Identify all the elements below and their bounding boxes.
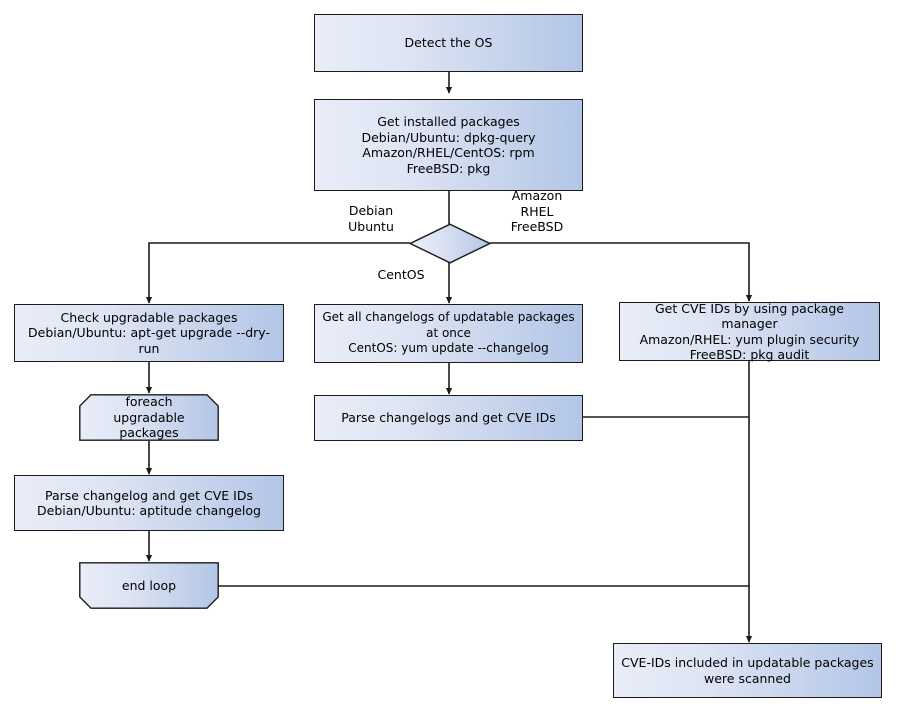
node-end-loop[interactable]: end loop — [79, 562, 219, 609]
loop-end-shape — [79, 562, 219, 609]
edge-decision-to-right — [490, 242, 753, 302]
node-check-upgradable-packages-label: Check upgradable packages Debian/Ubuntu:… — [28, 309, 270, 356]
loop-start-shape — [79, 394, 219, 441]
edge-label-amazon-rhel-freebsd: Amazon RHEL FreeBSD — [510, 188, 564, 234]
node-get-installed-packages-label: Get installed packages Debian/Ubuntu: dp… — [361, 114, 536, 176]
node-parse-changelogs-all[interactable]: Parse changelogs and get CVE IDs — [314, 395, 583, 441]
node-parse-changelog-one-label: Parse changelog and get CVE IDs Debian/U… — [37, 487, 261, 519]
node-parse-changelogs-all-label: Parse changelogs and get CVE IDs — [341, 410, 556, 426]
node-detect-os-label: Detect the OS — [404, 35, 493, 51]
node-scanned-result-label: CVE-IDs included in updatable packages w… — [621, 655, 874, 686]
node-get-installed-packages[interactable]: Get installed packages Debian/Ubuntu: dp… — [314, 99, 583, 191]
node-get-cve-package-manager-label: Get CVE IDs by using package manager Ama… — [639, 300, 860, 363]
node-check-upgradable-packages[interactable]: Check upgradable packages Debian/Ubuntu:… — [14, 304, 284, 362]
node-end-loop-label: end loop — [121, 577, 177, 593]
node-get-cve-package-manager[interactable]: Get CVE IDs by using package manager Ama… — [619, 300, 880, 363]
diamond-shape — [408, 223, 492, 264]
node-foreach-loop-start-label: foreach upgradable packages — [113, 394, 185, 441]
node-scanned-result[interactable]: CVE-IDs included in updatable packages w… — [613, 643, 882, 698]
edge-label-debian-ubuntu: Debian Ubuntu — [348, 203, 394, 234]
node-get-all-changelogs-label: Get all changelogs of updatable packages… — [322, 310, 575, 356]
edge-label-centos: CentOS — [377, 267, 425, 282]
node-os-decision[interactable] — [408, 223, 492, 264]
node-parse-changelog-one[interactable]: Parse changelog and get CVE IDs Debian/U… — [14, 475, 284, 531]
node-detect-os[interactable]: Detect the OS — [314, 14, 583, 72]
node-foreach-loop-start[interactable]: foreach upgradable packages — [79, 394, 219, 441]
node-get-all-changelogs[interactable]: Get all changelogs of updatable packages… — [314, 304, 583, 363]
